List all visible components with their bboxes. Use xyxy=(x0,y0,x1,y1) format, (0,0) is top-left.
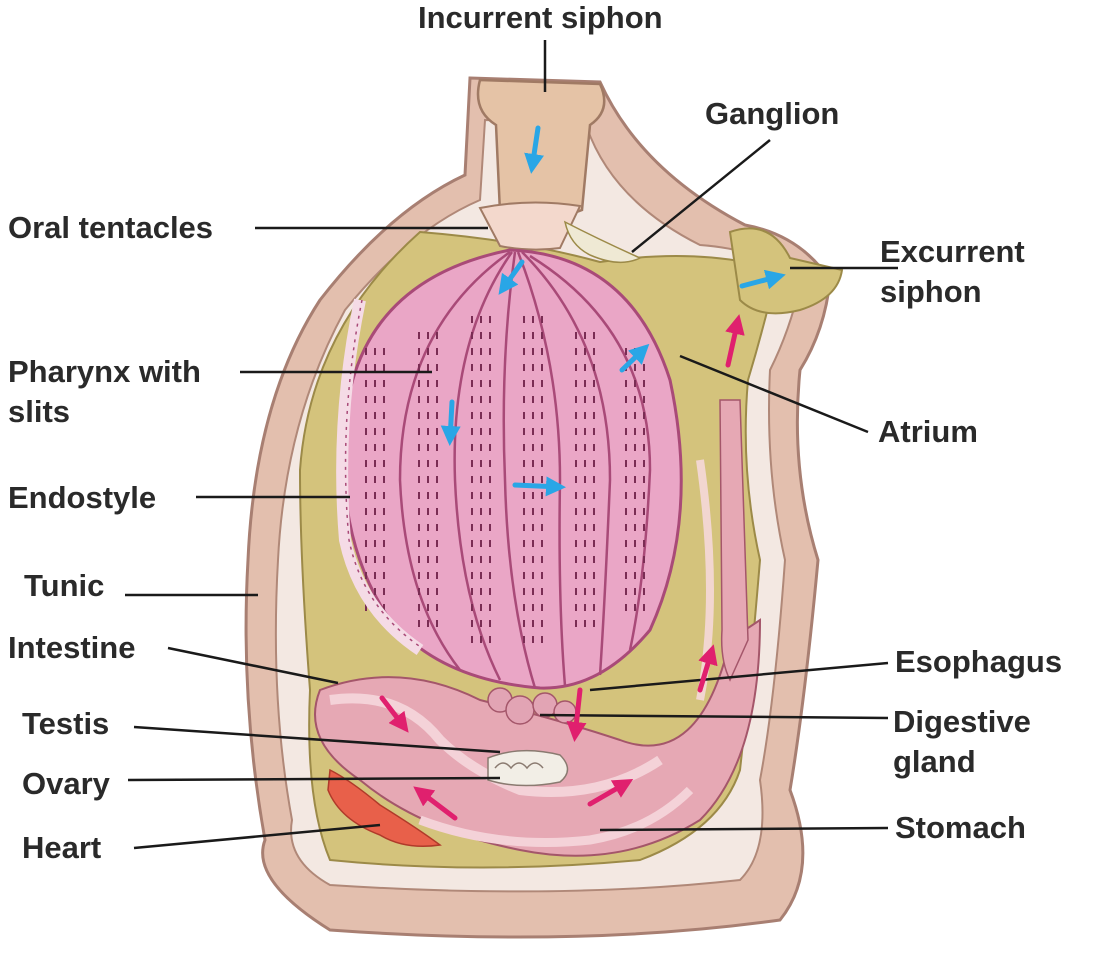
label-ovary: Ovary xyxy=(22,764,110,804)
label-esophagus: Esophagus xyxy=(895,642,1062,682)
label-incurrent-siphon: Incurrent siphon xyxy=(418,0,663,38)
label-pharynx-line1: Pharynx with xyxy=(8,352,201,392)
label-digestive-gland-line1: Digestive xyxy=(893,702,1031,742)
label-oral-tentacles: Oral tentacles xyxy=(8,208,213,248)
label-excurrent-siphon: Excurrent siphon xyxy=(880,232,1025,312)
label-intestine: Intestine xyxy=(8,628,135,668)
label-testis: Testis xyxy=(22,704,109,744)
label-heart: Heart xyxy=(22,828,101,868)
label-excurrent-siphon-line1: Excurrent xyxy=(880,232,1025,272)
label-ganglion: Ganglion xyxy=(705,94,839,134)
pharynx-basket xyxy=(342,250,681,688)
label-pharynx-with-slits: Pharynx with slits xyxy=(8,352,201,432)
label-digestive-gland-line2: gland xyxy=(893,742,1031,782)
label-digestive-gland: Digestive gland xyxy=(893,702,1031,782)
label-stomach: Stomach xyxy=(895,808,1026,848)
label-endostyle: Endostyle xyxy=(8,478,156,518)
label-atrium: Atrium xyxy=(878,412,978,452)
label-tunic: Tunic xyxy=(24,566,104,606)
label-excurrent-siphon-line2: siphon xyxy=(880,272,1025,312)
label-pharynx-line2: slits xyxy=(8,392,201,432)
